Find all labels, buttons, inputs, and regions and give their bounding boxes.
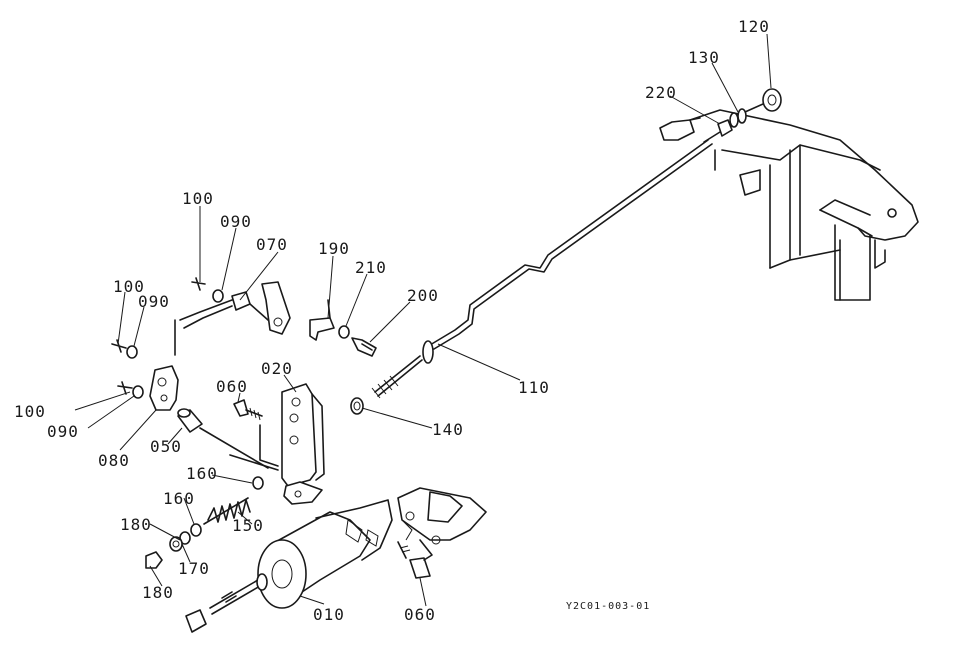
callout-060-upper: 060	[216, 377, 248, 396]
callout-160-upper: 160	[186, 464, 218, 483]
cotter-100-c	[117, 381, 133, 395]
callout-210: 210	[355, 258, 387, 277]
callout-labels: 120 130 220 100 090 070 190 210 200 100 …	[14, 17, 770, 624]
lever-070	[174, 281, 291, 356]
callout-020: 020	[261, 359, 293, 378]
leader-lines	[74, 33, 772, 607]
collar-050	[177, 408, 269, 469]
nut-180-upper	[169, 536, 183, 552]
callout-050: 050	[150, 437, 182, 456]
bolt-200	[351, 337, 377, 357]
callout-090-top: 090	[220, 212, 252, 231]
callout-130: 130	[688, 48, 720, 67]
callout-160-lower: 160	[163, 489, 195, 508]
bracket-190	[309, 299, 335, 341]
callout-200: 200	[407, 286, 439, 305]
drawing-reference-code: Y2C01-003-01	[566, 601, 650, 612]
callout-190: 190	[318, 239, 350, 258]
nut-180-lower	[145, 551, 163, 569]
washer-090-b	[126, 345, 138, 359]
washer-160-lower	[190, 523, 202, 537]
callout-060-lower: 060	[404, 605, 436, 624]
callout-090-mid: 090	[138, 292, 170, 311]
spring-washer-130	[729, 108, 747, 128]
pivot-plate-080	[149, 365, 179, 411]
bracket-020	[229, 383, 325, 505]
rod-110	[371, 139, 713, 399]
washer-210	[338, 325, 350, 339]
knob-120	[744, 88, 782, 113]
bolt-060-upper	[233, 399, 263, 421]
cotter-100-a	[191, 277, 206, 291]
callout-220: 220	[645, 83, 677, 102]
callout-090-low: 090	[47, 422, 79, 441]
mounting-bracket	[659, 109, 919, 301]
bolt-060-lower	[397, 541, 431, 579]
gear-case	[397, 487, 487, 561]
washer-090-c	[132, 385, 144, 399]
callout-180-upper: 180	[120, 515, 152, 534]
callout-180-lower: 180	[142, 583, 174, 602]
callout-140: 140	[432, 420, 464, 439]
spring-150	[203, 497, 251, 525]
callout-070: 070	[256, 235, 288, 254]
solenoid-010	[185, 499, 393, 633]
washer-160-upper	[252, 476, 264, 490]
callout-120: 120	[738, 17, 770, 36]
callout-150: 150	[232, 516, 264, 535]
nut-140	[350, 397, 364, 415]
callout-010: 010	[313, 605, 345, 624]
callout-170: 170	[178, 559, 210, 578]
callout-110: 110	[518, 378, 550, 397]
washer-090-a	[212, 289, 224, 303]
cotter-100-b	[111, 339, 127, 353]
callout-100-top: 100	[182, 189, 214, 208]
callout-100-low: 100	[14, 402, 46, 421]
callout-100-mid: 100	[113, 277, 145, 296]
callout-080: 080	[98, 451, 130, 470]
